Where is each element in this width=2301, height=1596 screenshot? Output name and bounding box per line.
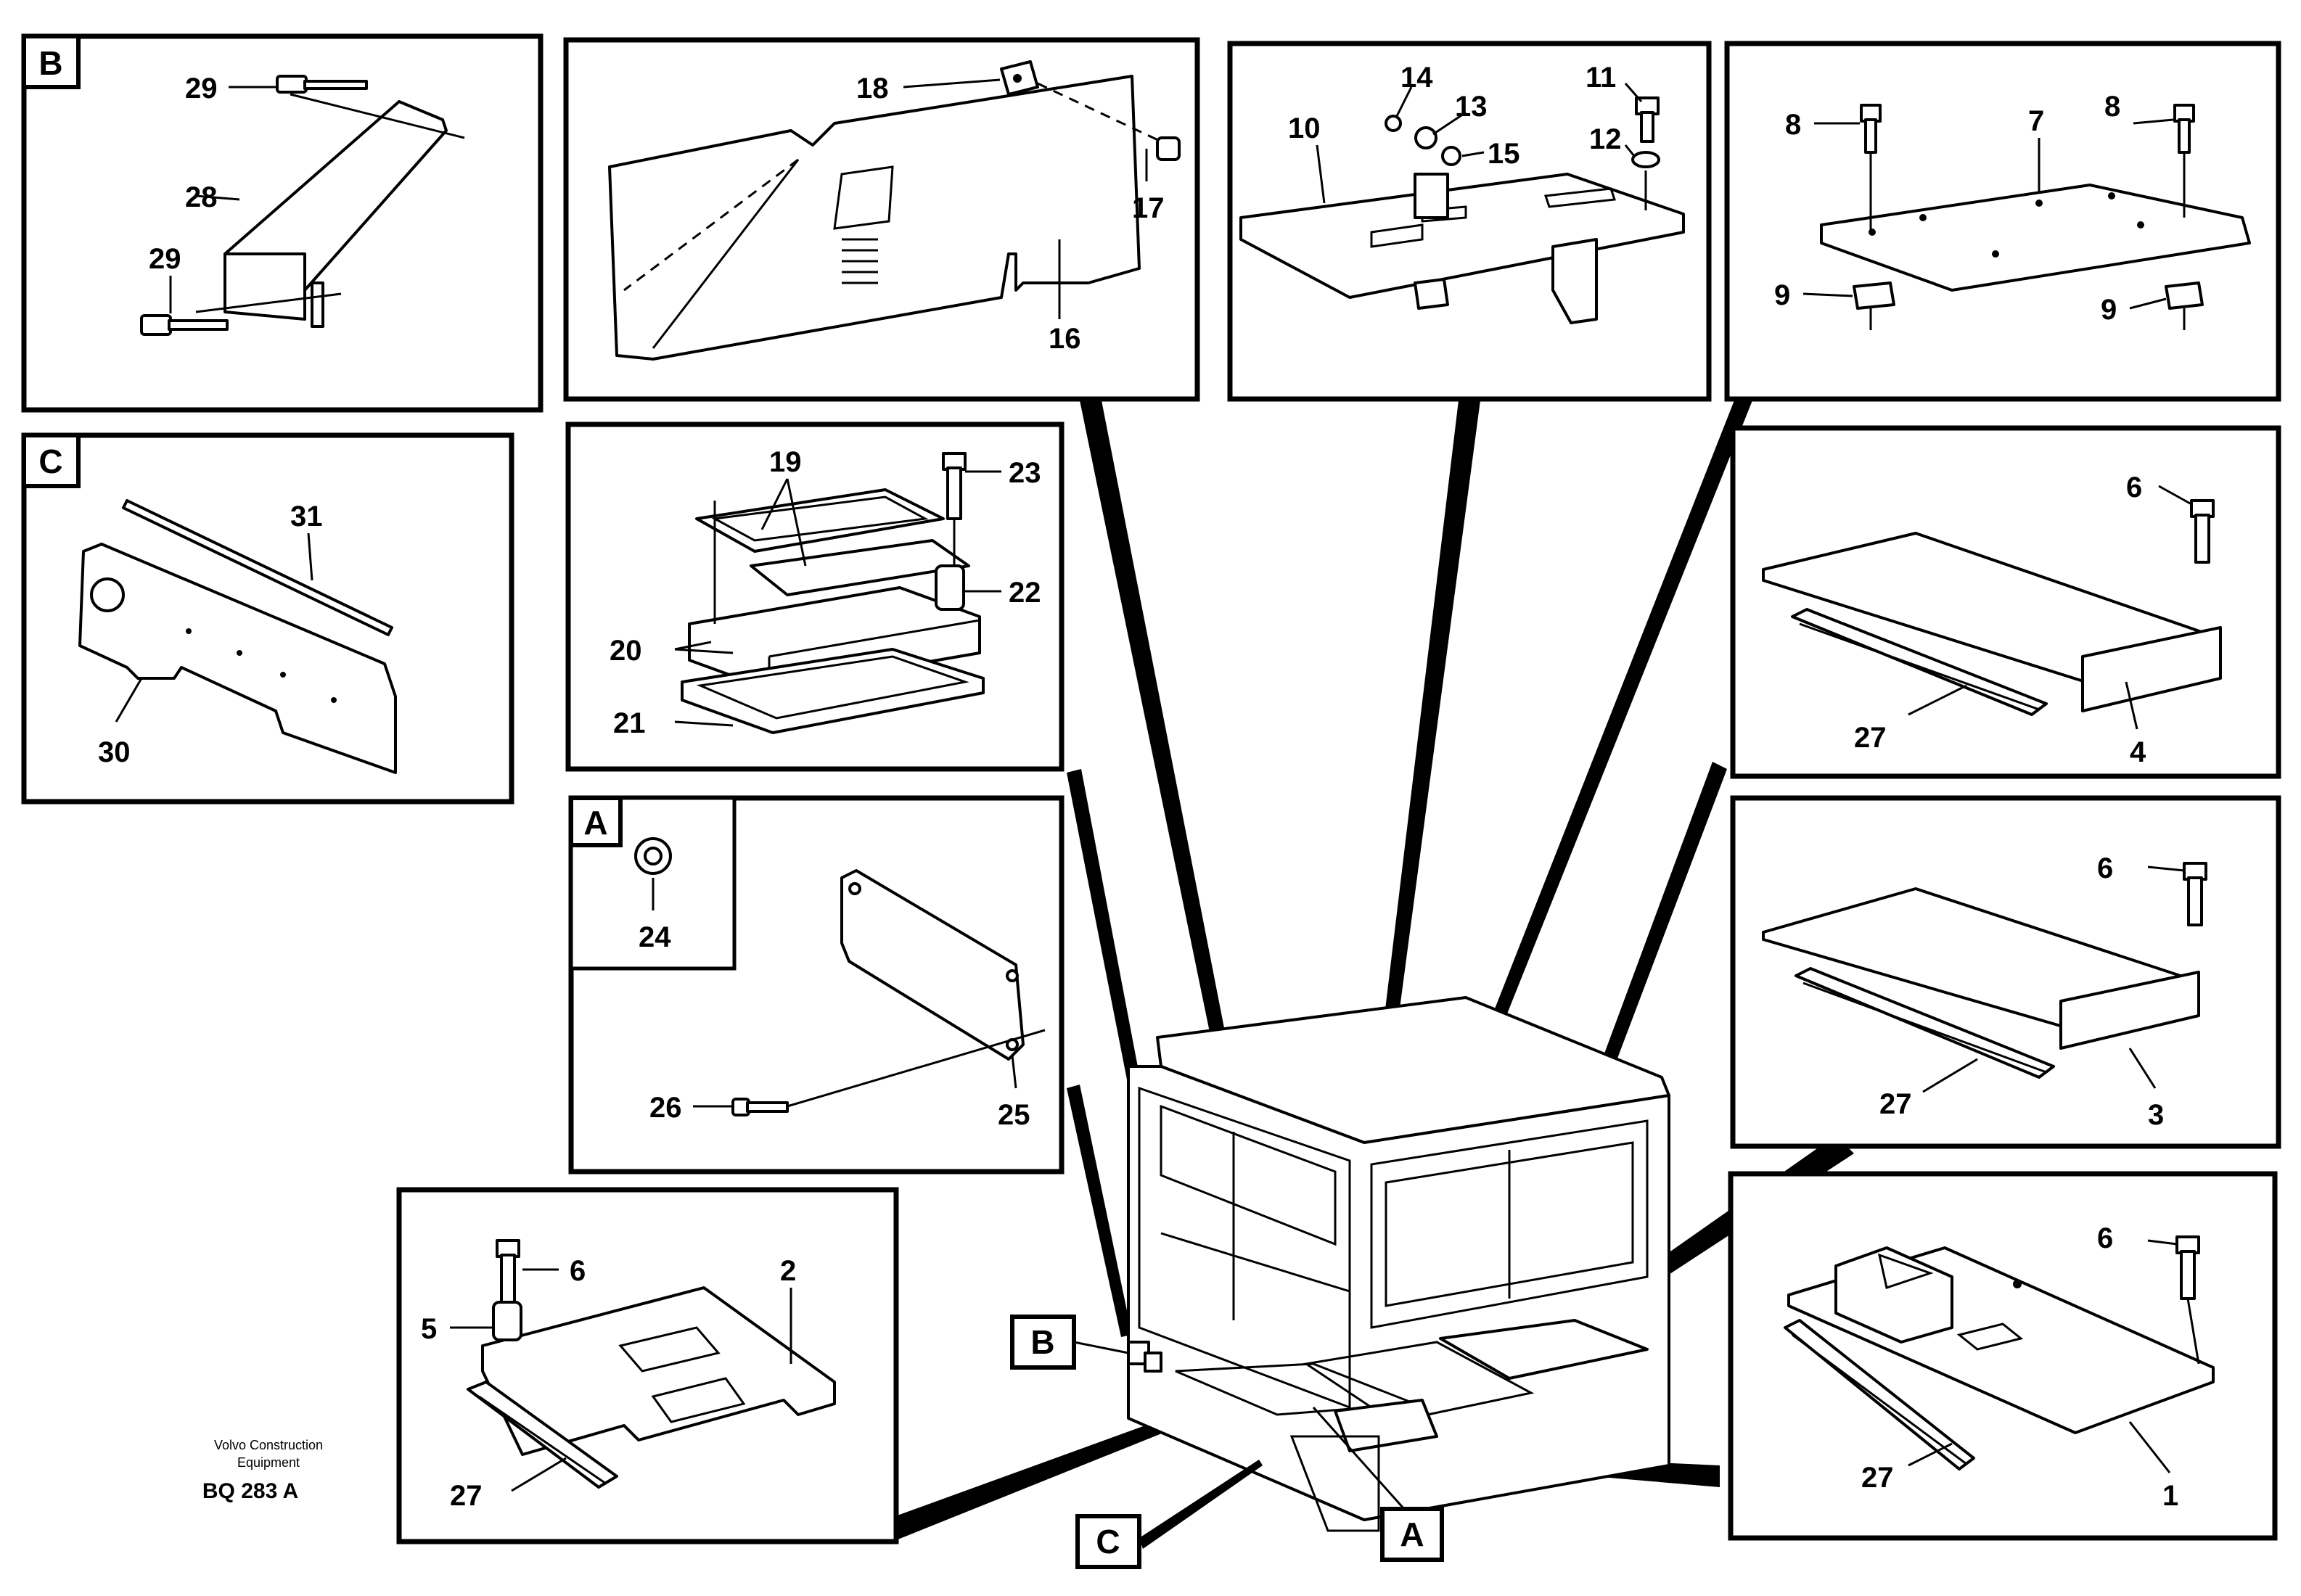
callout-9-left: 9 (1774, 279, 1790, 311)
callout-8-left: 8 (1785, 109, 1801, 141)
detail-view-label-b: B (38, 44, 62, 82)
plate-7 (1820, 184, 2251, 292)
callout-5: 5 (421, 1313, 437, 1345)
frame-19 (695, 488, 945, 553)
callout-8-right: 8 (2104, 91, 2120, 123)
callout-1: 1 (2162, 1480, 2178, 1512)
screw-17 (1156, 136, 1181, 161)
callout-6-1: 6 (2097, 1222, 2113, 1254)
drawing-code: BQ 283 A (202, 1479, 298, 1503)
callout-30: 30 (98, 736, 131, 768)
panel-stack: 19 23 22 20 21 (565, 421, 1065, 772)
spacer-22 (935, 564, 965, 611)
clip-9-right (2165, 281, 2204, 310)
screw-26 (731, 1098, 789, 1116)
panel-side-cover: 18 17 16 (563, 37, 1200, 402)
detail-view-label-a: A (583, 804, 607, 842)
spacer-5 (492, 1301, 522, 1341)
washer-12 (1631, 151, 1660, 168)
panel-control-plate: 10 14 13 15 11 12 (1227, 41, 1712, 402)
callout-2: 2 (780, 1255, 796, 1287)
callout-27-left: 27 (450, 1480, 483, 1512)
panel-floor-left: 6 5 2 27 (396, 1187, 899, 1544)
view-marker-c: C (1075, 1460, 1263, 1569)
panel-a: A 24 26 25 (568, 795, 1065, 1175)
callout-20: 20 (610, 635, 642, 667)
callout-29-top: 29 (185, 73, 218, 104)
callout-31: 31 (290, 501, 323, 532)
bolt-6-1 (2175, 1235, 2200, 1300)
callout-13: 13 (1455, 91, 1488, 123)
callout-17: 17 (1132, 192, 1165, 224)
svg-text:C: C (1096, 1523, 1120, 1560)
svg-text:B: B (1030, 1323, 1054, 1361)
small-parts-13-15 (1385, 115, 1461, 166)
panel-plate-1: 6 27 1 (1728, 1171, 2278, 1541)
callout-9-right: 9 (2101, 294, 2117, 326)
callout-6-4: 6 (2126, 472, 2142, 503)
bolt-8-right (2173, 104, 2195, 154)
panel-b: B 29 28 29 (21, 33, 544, 413)
bolt-6-4 (2190, 499, 2215, 564)
view-marker-b: B (1010, 1315, 1129, 1370)
callout-6-3: 6 (2097, 852, 2113, 884)
cover-plate-25 (840, 869, 1025, 1061)
clip-18 (1000, 60, 1039, 96)
callout-15: 15 (1488, 138, 1520, 170)
grommet-24 (634, 837, 672, 875)
callout-3: 3 (2148, 1099, 2164, 1131)
side-panel-16 (608, 75, 1141, 361)
callout-19: 19 (769, 446, 802, 478)
panel-cover-plate: 8 8 7 9 9 (1724, 41, 2281, 402)
callout-24: 24 (639, 921, 671, 953)
callout-21: 21 (613, 707, 646, 739)
bolt-23 (942, 452, 967, 520)
company-line-2: Equipment (237, 1455, 300, 1470)
bolt-6-left (496, 1239, 520, 1304)
rail-27-1 (1784, 1319, 1975, 1470)
panel-plate-3: 6 27 3 (1730, 795, 2281, 1149)
callout-14: 14 (1400, 62, 1433, 94)
callout-26: 26 (649, 1092, 682, 1124)
callout-11: 11 (1586, 62, 1616, 94)
bolt-8-left (1860, 104, 1882, 154)
callout-6-left: 6 (570, 1255, 586, 1287)
callout-12: 12 (1589, 123, 1622, 155)
bolt-6-3 (2183, 862, 2207, 926)
panel-c: C 31 30 (21, 432, 514, 805)
callout-25: 25 (998, 1099, 1030, 1131)
panel-plate-4: 6 27 4 (1730, 425, 2281, 779)
callout-10: 10 (1288, 112, 1321, 144)
bolt-29-top (276, 75, 368, 94)
callout-27-3: 27 (1879, 1088, 1912, 1120)
callout-18: 18 (856, 73, 889, 104)
cab-assembly (1127, 996, 1670, 1532)
callout-29-bottom: 29 (149, 243, 181, 275)
callout-22: 22 (1009, 577, 1041, 609)
callout-27-4: 27 (1854, 722, 1887, 754)
gasket-21 (681, 648, 985, 734)
bolt-29-bottom (140, 314, 229, 336)
callout-23: 23 (1009, 457, 1041, 489)
bolt-11 (1635, 96, 1660, 143)
strip-31 (122, 499, 393, 636)
rail-27-left (467, 1381, 618, 1489)
svg-text:A: A (1400, 1515, 1424, 1553)
detail-view-label-c: C (38, 443, 62, 480)
callout-28: 28 (185, 181, 218, 213)
company-line-1: Volvo Construction (214, 1438, 323, 1452)
drawing-credit: Volvo Construction Equipment BQ 283 A (202, 1438, 323, 1503)
callout-27-1: 27 (1861, 1462, 1894, 1494)
callout-4: 4 (2130, 736, 2146, 768)
clip-9-left (1853, 281, 1895, 310)
plate-30 (78, 543, 397, 774)
callout-16: 16 (1049, 323, 1081, 355)
view-marker-a: A (1312, 1407, 1444, 1562)
callout-7: 7 (2028, 105, 2044, 137)
